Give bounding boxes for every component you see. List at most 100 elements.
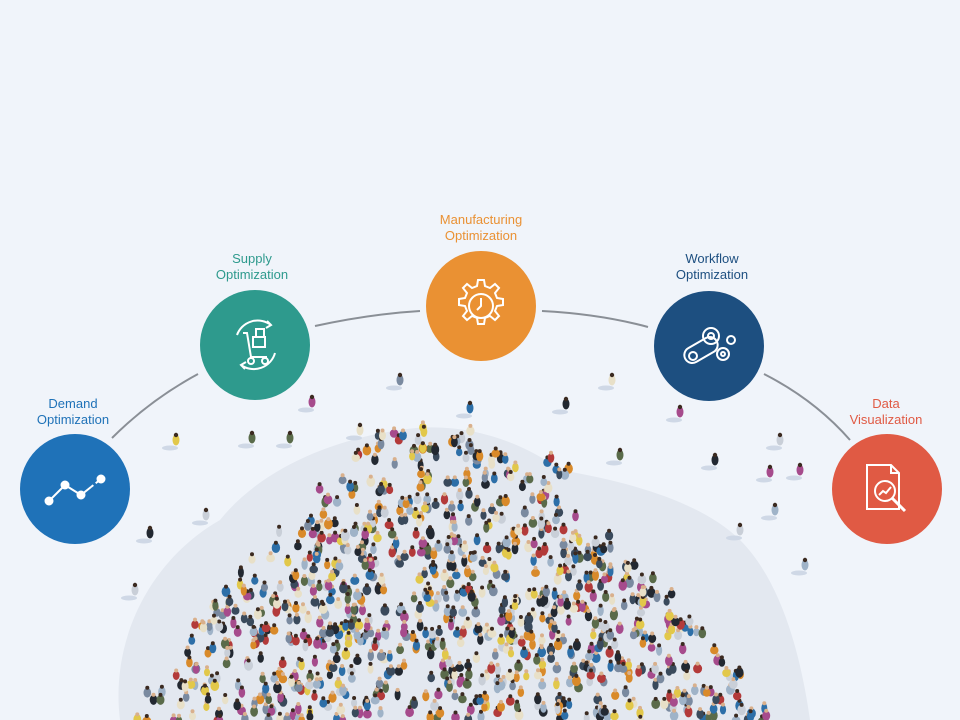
- crowd-person: [421, 504, 429, 513]
- crowd-person-head: [217, 619, 222, 624]
- crowd-person-head: [533, 565, 538, 570]
- crowd-person: [497, 702, 505, 712]
- crowd-person-head: [513, 541, 517, 546]
- crowd-person-head: [426, 581, 431, 586]
- crowd-person-head: [643, 630, 647, 635]
- crowd-person-head: [513, 594, 518, 599]
- crowd-person-head: [522, 505, 527, 510]
- crowd-person: [324, 580, 333, 591]
- crowd-person: [427, 629, 437, 639]
- crowd-person-head: [458, 635, 463, 640]
- crowd-person: [441, 649, 449, 660]
- node-data-visualization[interactable]: [832, 434, 942, 544]
- crowd-person: [347, 621, 355, 630]
- walking-person: [726, 522, 744, 541]
- crowd-person: [439, 639, 446, 650]
- crowd-person-head: [331, 642, 336, 647]
- crowd-person-head: [217, 714, 222, 718]
- crowd-person: [371, 454, 379, 466]
- crowd-person-head: [666, 653, 671, 658]
- crowd-person: [416, 603, 424, 613]
- crowd-person: [295, 703, 302, 715]
- crowd-person-head: [417, 572, 422, 577]
- crowd-person: [497, 636, 505, 645]
- crowd-person: [431, 444, 440, 456]
- crowd-person-head: [358, 705, 362, 710]
- crowd-person-head: [379, 572, 384, 577]
- crowd-person: [592, 569, 599, 581]
- crowd-person: [369, 519, 376, 528]
- node-demand-optimization[interactable]: [20, 434, 130, 544]
- crowd-person: [304, 521, 312, 531]
- crowd-person-head: [373, 556, 378, 561]
- crowd-person-head: [608, 659, 613, 664]
- crowd-person: [380, 507, 389, 518]
- crowd-person-head: [345, 543, 350, 548]
- crowd-person-head: [379, 688, 383, 693]
- crowd-person-head: [251, 624, 256, 629]
- crowd-person-head: [442, 492, 447, 497]
- crowd-person: [421, 569, 428, 579]
- crowd-person: [556, 565, 564, 576]
- crowd-person-head: [612, 709, 617, 714]
- crowd-person-head: [293, 633, 298, 638]
- crowd-person-head: [452, 667, 457, 672]
- crowd-person-head: [467, 438, 472, 442]
- node-workflow-optimization[interactable]: [654, 291, 764, 401]
- crowd-person-head: [294, 612, 299, 617]
- label-data-visualization: Data Visualization: [806, 396, 960, 428]
- crowd-person-head: [363, 558, 368, 563]
- crowd-person: [386, 666, 396, 676]
- crowd-person-head: [491, 584, 496, 589]
- crowd-person-head: [683, 659, 688, 664]
- crowd-person: [667, 624, 676, 635]
- crowd-person-head: [341, 581, 346, 586]
- crowd-person: [540, 703, 547, 713]
- crowd-person-head: [387, 650, 392, 654]
- crowd-person-head: [262, 580, 267, 585]
- node-supply-optimization[interactable]: [200, 290, 310, 400]
- crowd-person-head: [335, 495, 340, 500]
- crowd-person-head: [159, 684, 164, 689]
- crowd-person: [203, 702, 210, 712]
- crowd-person: [446, 682, 453, 692]
- crowd-person: [514, 710, 524, 720]
- crowd-person: [417, 470, 425, 479]
- walking-person: [598, 372, 616, 391]
- crowd-person: [488, 586, 498, 597]
- crowd-person: [182, 692, 190, 702]
- crowd-person: [354, 547, 362, 557]
- crowd-person: [380, 629, 388, 639]
- crowd-person-head: [478, 693, 483, 698]
- crowd-person: [250, 641, 257, 650]
- crowd-person: [315, 484, 324, 494]
- crowd-person-head: [452, 520, 457, 524]
- crowd-person-head: [445, 542, 450, 547]
- crowd-person-head: [474, 694, 479, 699]
- crowd-person-head: [174, 668, 179, 673]
- crowd-person: [408, 547, 416, 557]
- arc-workflow-data: [763, 373, 851, 441]
- crowd-person: [466, 704, 475, 715]
- node-manufacturing-optimization[interactable]: [426, 251, 536, 361]
- crowd-person-head: [398, 642, 403, 647]
- crowd-person: [502, 454, 509, 464]
- crowd-person-head: [390, 545, 395, 550]
- crowd-person-head: [387, 518, 392, 522]
- crowd-person: [353, 630, 361, 640]
- crowd-person-head: [704, 685, 709, 690]
- crowd-person: [687, 627, 694, 637]
- crowd-person: [458, 694, 467, 704]
- crowd-person-head: [632, 558, 637, 563]
- crowd-person-head: [225, 604, 230, 609]
- crowd-person: [541, 594, 549, 606]
- crowd-person: [172, 671, 180, 680]
- crowd-person-head: [238, 565, 243, 570]
- crowd-person-head: [584, 660, 589, 665]
- crowd-person-head: [365, 698, 370, 703]
- crowd-person: [570, 664, 578, 673]
- crowd-person-head: [278, 580, 283, 585]
- crowd-person: [572, 511, 579, 522]
- crowd-person-head: [451, 605, 456, 610]
- crowd-person: [583, 712, 590, 720]
